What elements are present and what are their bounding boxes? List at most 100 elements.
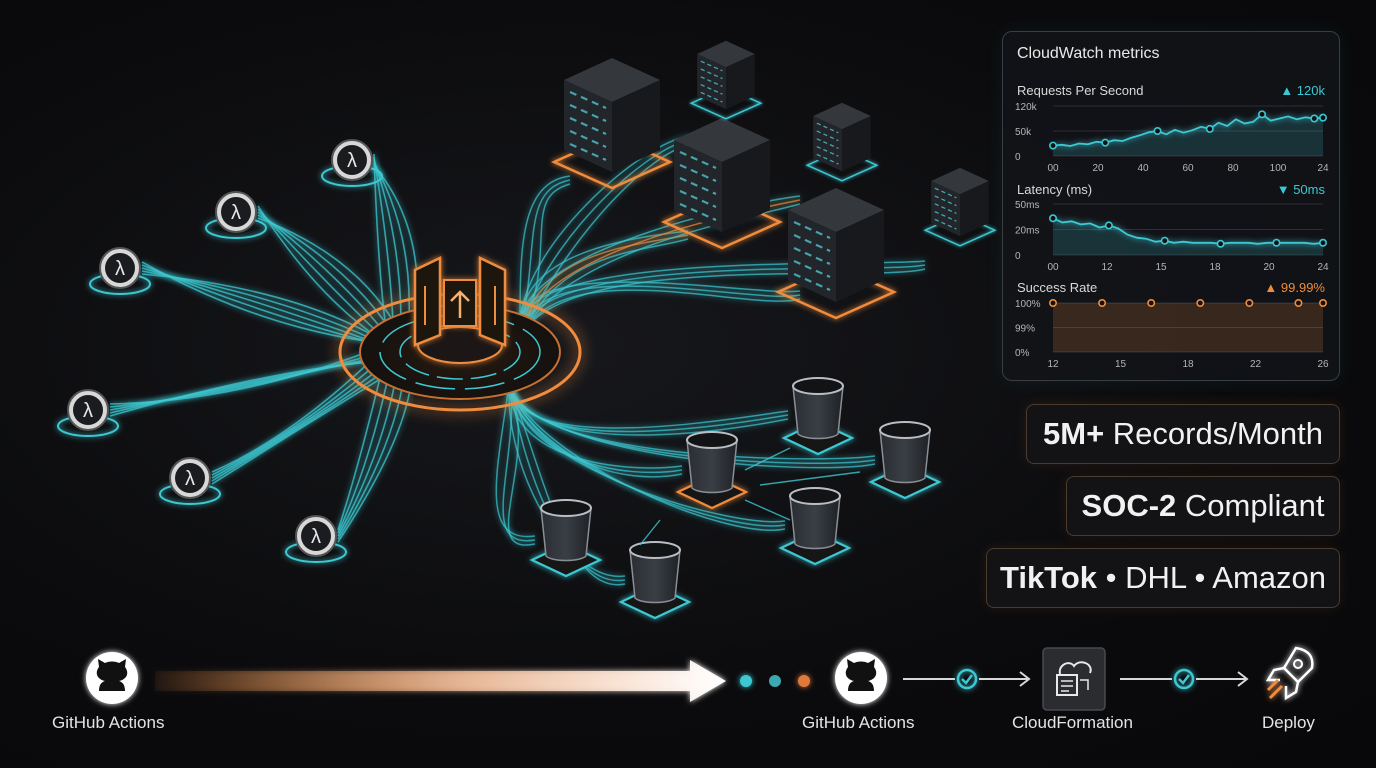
github-step-node[interactable] bbox=[835, 652, 887, 704]
data-point bbox=[1160, 236, 1169, 245]
pipeline-arrow bbox=[155, 660, 726, 702]
connection-line bbox=[519, 285, 801, 333]
lambda-node[interactable]: λ bbox=[321, 139, 383, 187]
connection-line bbox=[759, 471, 861, 486]
data-point bbox=[1048, 298, 1057, 307]
x-tick-label: 15 bbox=[1155, 262, 1167, 273]
connection-line bbox=[519, 195, 801, 327]
cloudformation-icon bbox=[1056, 661, 1092, 696]
x-tick-label: 24 bbox=[1317, 262, 1329, 273]
server-rack[interactable] bbox=[689, 40, 763, 120]
lambda-icon: λ bbox=[83, 400, 93, 422]
connection-line bbox=[519, 143, 691, 339]
storage-bucket[interactable] bbox=[781, 377, 855, 456]
server-rack[interactable] bbox=[550, 58, 674, 190]
panel-title: CloudWatch metrics bbox=[1017, 45, 1160, 62]
x-tick-label: 00 bbox=[1047, 262, 1059, 273]
server-rack[interactable] bbox=[774, 188, 898, 320]
step-label-github: GitHub Actions bbox=[802, 713, 915, 732]
lambda-icon: λ bbox=[231, 202, 241, 224]
lambda-icon: λ bbox=[115, 258, 125, 280]
data-point bbox=[1318, 238, 1327, 247]
x-tick-label: 20 bbox=[1092, 163, 1104, 174]
y-tick-label: 0 bbox=[1015, 251, 1021, 262]
api-gateway-hub[interactable] bbox=[338, 256, 582, 412]
clients-badge: TikTok • DHL • Amazon bbox=[986, 548, 1340, 608]
compliance-value: SOC-2 bbox=[1081, 488, 1177, 523]
server-rack[interactable] bbox=[923, 167, 997, 247]
step-label-deploy: Deploy bbox=[1262, 713, 1315, 732]
data-point bbox=[1258, 110, 1267, 119]
y-tick-label: 50ms bbox=[1015, 200, 1039, 211]
storage-bucket[interactable] bbox=[868, 421, 942, 500]
server-rack[interactable] bbox=[805, 102, 879, 182]
x-tick-label: 18 bbox=[1209, 262, 1221, 273]
data-point bbox=[1048, 141, 1057, 150]
step-label-cloudformation: CloudFormation bbox=[1012, 713, 1133, 732]
x-tick-label: 22 bbox=[1250, 359, 1262, 370]
x-tick-label: 15 bbox=[1115, 359, 1127, 370]
data-point bbox=[1205, 124, 1214, 133]
storage-bucket[interactable] bbox=[618, 541, 692, 620]
storage-bucket[interactable] bbox=[675, 431, 749, 510]
x-tick-label: 100 bbox=[1270, 163, 1287, 174]
step-connector bbox=[979, 671, 1031, 687]
deploy-step-node[interactable] bbox=[1265, 646, 1314, 701]
connection-line bbox=[519, 268, 926, 339]
progress-dot bbox=[798, 675, 810, 687]
lambda-node[interactable]: λ bbox=[159, 457, 221, 505]
x-tick-label: 24 bbox=[1317, 163, 1329, 174]
clients-primary: TikTok bbox=[999, 560, 1097, 595]
connection-line bbox=[519, 264, 926, 333]
data-point bbox=[1153, 127, 1162, 136]
storage-bucket[interactable] bbox=[778, 487, 852, 566]
connection-line bbox=[639, 519, 661, 546]
metric-value-rps: ▲ 120k bbox=[1280, 83, 1325, 98]
lambda-node[interactable]: λ bbox=[57, 389, 119, 437]
connection-line bbox=[519, 238, 689, 339]
connection-line bbox=[509, 375, 786, 523]
x-tick-label: 20 bbox=[1263, 262, 1275, 273]
cloudwatch-panel: CloudWatch metrics Requests Per Second ▲… bbox=[1002, 31, 1340, 381]
data-point bbox=[1147, 298, 1156, 307]
y-tick-label: 100% bbox=[1015, 299, 1041, 310]
metric-value-latency: ▼ 50ms bbox=[1276, 182, 1325, 197]
lambda-node[interactable]: λ bbox=[205, 191, 267, 239]
connection-line bbox=[519, 289, 801, 339]
github-source-node[interactable] bbox=[86, 652, 138, 704]
lambda-node[interactable]: λ bbox=[285, 515, 347, 563]
connection-line bbox=[519, 135, 691, 327]
series-area bbox=[1053, 114, 1323, 156]
step-connector bbox=[1196, 671, 1249, 687]
y-tick-label: 50k bbox=[1015, 127, 1032, 138]
compliance-label: Compliant bbox=[1176, 488, 1325, 523]
storage-bucket-icon bbox=[629, 541, 681, 604]
x-tick-label: 18 bbox=[1182, 359, 1194, 370]
server-rack[interactable] bbox=[660, 118, 784, 250]
lambda-icon: λ bbox=[185, 468, 195, 490]
data-point bbox=[1318, 113, 1327, 122]
connection-line bbox=[519, 260, 926, 327]
x-tick-label: 00 bbox=[1047, 163, 1059, 174]
data-point bbox=[1294, 298, 1303, 307]
cloudformation-step-node[interactable] bbox=[1042, 647, 1106, 711]
storage-bucket-icon bbox=[792, 377, 844, 440]
connection-line bbox=[509, 387, 786, 531]
y-tick-label: 120k bbox=[1015, 102, 1038, 113]
data-point bbox=[1196, 298, 1205, 307]
storage-bucket-icon bbox=[686, 431, 738, 494]
pipeline bbox=[86, 646, 1314, 711]
lambda-node[interactable]: λ bbox=[89, 247, 151, 295]
records-label: Records/Month bbox=[1104, 416, 1323, 451]
connection-line bbox=[502, 381, 536, 542]
storage-bucket[interactable] bbox=[529, 499, 603, 578]
metric-name-latency: Latency (ms) bbox=[1017, 182, 1093, 197]
connection-line bbox=[519, 175, 571, 327]
storage-bucket-icon bbox=[540, 499, 592, 562]
check-circle-icon bbox=[1173, 668, 1195, 690]
compliance-badge: SOC-2 Compliant bbox=[1066, 476, 1340, 536]
connection-line bbox=[509, 375, 789, 429]
